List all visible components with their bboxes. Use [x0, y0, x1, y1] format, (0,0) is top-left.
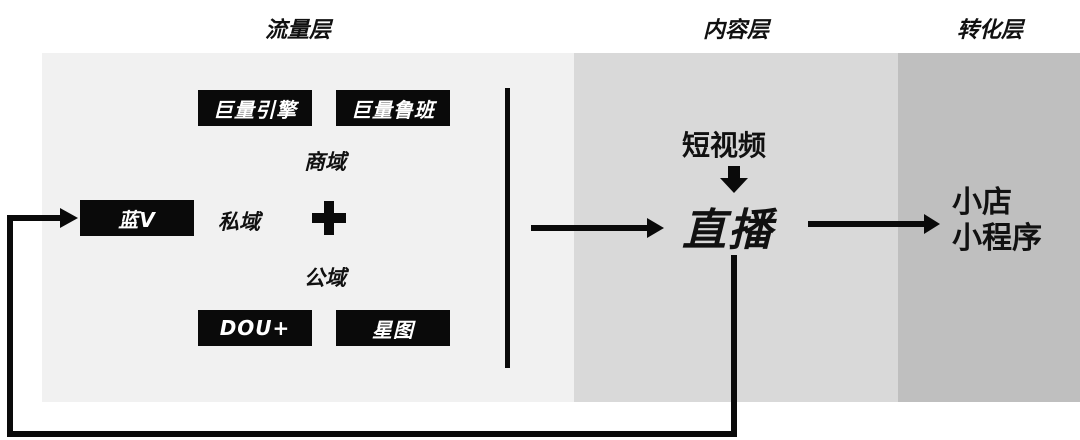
mini-program-label: 小程序 [952, 221, 1042, 256]
arrow-short-video-to-livestream [720, 166, 748, 193]
arrow-traffic-to-livestream [531, 218, 664, 238]
plus-icon [312, 201, 346, 235]
arrow-livestream-to-conversion [808, 214, 940, 234]
conversion-layer-title: 转化层 [956, 18, 1023, 43]
livestream-label: 直播 [682, 205, 774, 256]
content-layer-title: 内容层 [702, 18, 769, 43]
tag-juliang-yinqing: 巨量引擎 [198, 90, 312, 126]
traffic-divider-line [505, 88, 510, 368]
short-video-label: 短视频 [682, 129, 767, 162]
tag-dou-plus: DOU+ [198, 310, 312, 346]
shop-label: 小店 [952, 185, 1012, 220]
tag-lan-v: 蓝V [80, 200, 194, 236]
label-private-domain: 私域 [218, 210, 260, 234]
label-commerce-domain: 商域 [304, 150, 346, 174]
tag-xingtu: 星图 [336, 310, 450, 346]
label-public-domain: 公域 [304, 266, 346, 290]
traffic-layer-title: 流量层 [264, 18, 331, 43]
tag-juliang-luban: 巨量鲁班 [336, 90, 450, 126]
feedback-loop-arrow [7, 208, 737, 437]
